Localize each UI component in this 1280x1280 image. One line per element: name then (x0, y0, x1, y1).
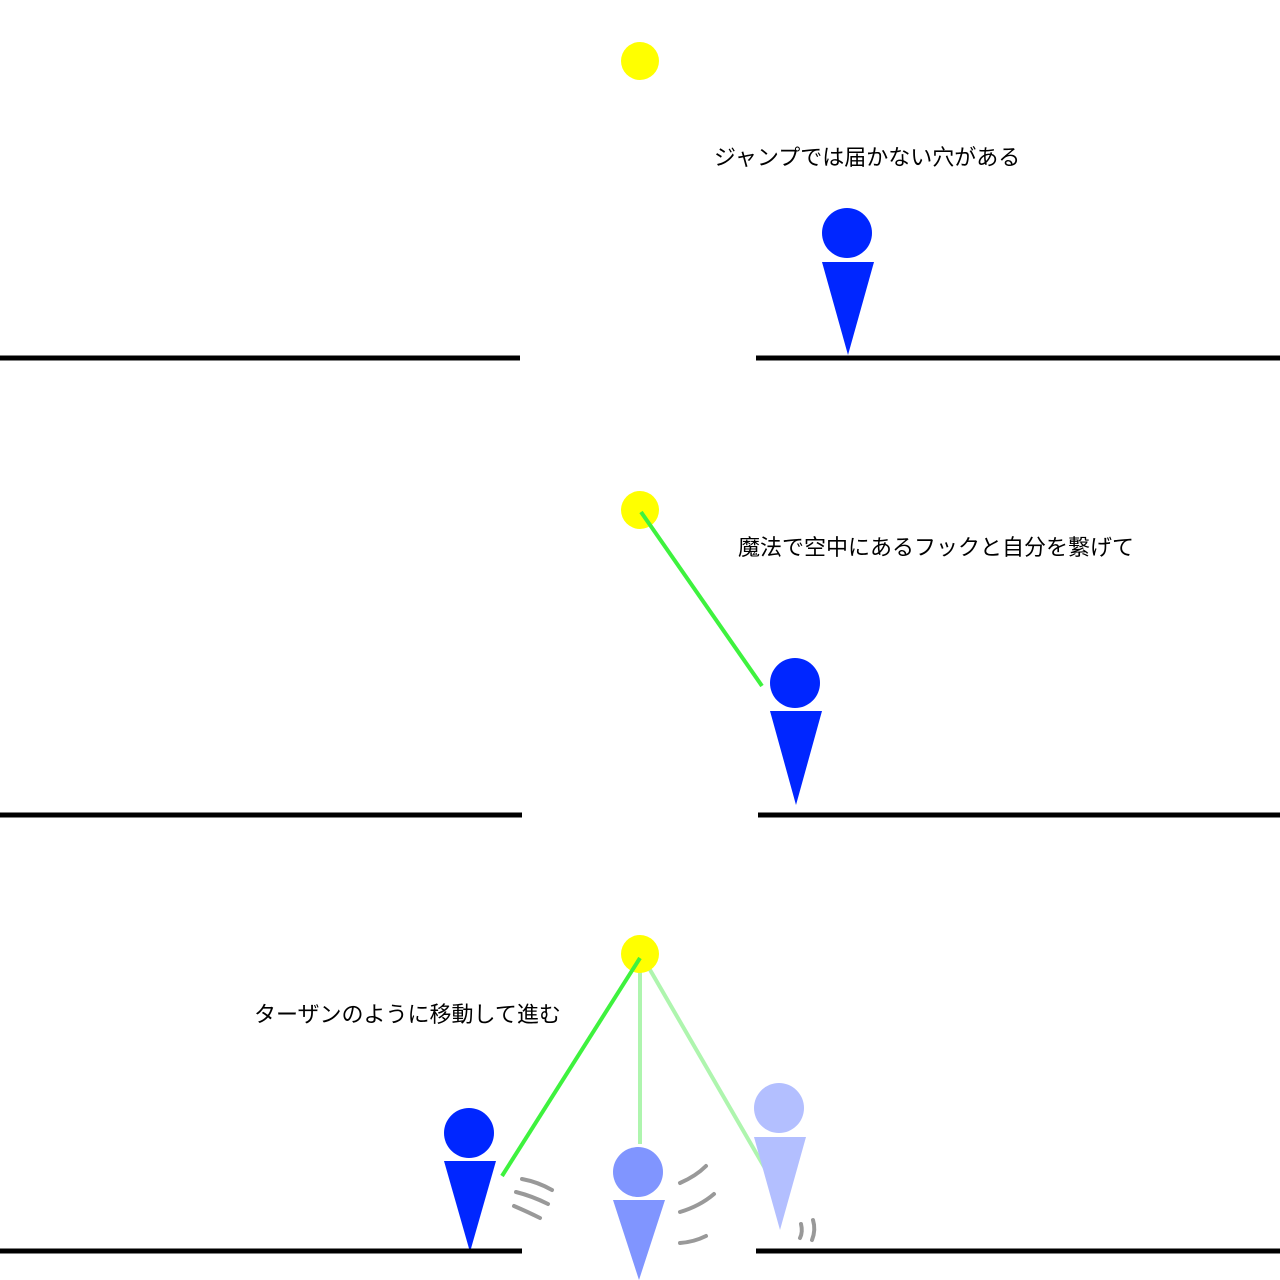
rope-faint (640, 954, 768, 1172)
character-head (444, 1108, 494, 1158)
motion-lines-mid (678, 1164, 716, 1245)
character-ghost-mid (613, 1147, 665, 1280)
panel-2: 魔法で空中にあるフックと自分を繋げて (0, 491, 1280, 818)
character-body (754, 1137, 806, 1230)
hook-icon (621, 491, 659, 529)
panel-1: ジャンプでは届かない穴がある (0, 42, 1280, 361)
character-body (444, 1161, 496, 1252)
panel-1-caption: ジャンプでは届かない穴がある (714, 146, 1020, 171)
player-character (770, 658, 822, 805)
character-ghost-start (754, 1083, 806, 1230)
panel-3-caption: ターザンのように移動して進む (254, 1003, 561, 1028)
panel-3: ターザンのように移動して進む (0, 935, 1280, 1280)
player-character (444, 1108, 496, 1252)
motion-lines-left (512, 1177, 554, 1220)
panel-2-caption: 魔法で空中にあるフックと自分を繋げて (738, 536, 1134, 561)
character-body (822, 262, 874, 355)
motion-lines-right (798, 1218, 817, 1242)
character-head (822, 208, 872, 258)
player-character (822, 208, 874, 355)
character-body (770, 711, 822, 805)
character-body (613, 1200, 665, 1280)
magic-rope (639, 510, 764, 688)
hook-icon (621, 42, 659, 80)
character-head (613, 1147, 663, 1197)
magic-rope (500, 956, 642, 1178)
character-head (754, 1083, 804, 1133)
hook-icon (621, 935, 659, 973)
character-head (770, 658, 820, 708)
